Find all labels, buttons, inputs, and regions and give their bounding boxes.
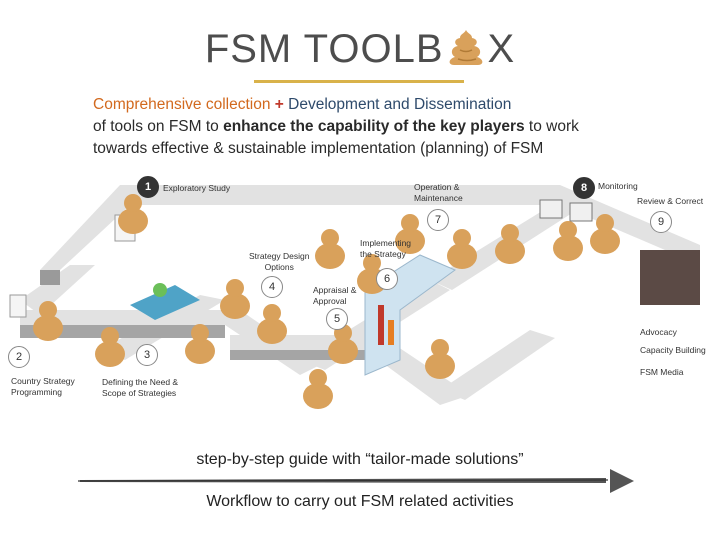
intro-line2-b: to work <box>524 118 579 135</box>
intro-dark: Development and Dissemination <box>283 96 512 113</box>
step-label-line: Operation & <box>414 182 460 192</box>
workflow-caption: Workflow to carry out FSM related activi… <box>206 493 514 510</box>
step-label-line: Maintenance <box>414 193 463 203</box>
step-number-2: 2 <box>8 346 30 368</box>
desk-side <box>640 250 700 305</box>
step-number-5: 5 <box>326 308 348 330</box>
step-label-line: Appraisal & <box>313 285 357 295</box>
step-label-line: the Strategy <box>360 249 406 259</box>
person-figure <box>257 304 287 344</box>
step-number-4: 4 <box>261 276 283 298</box>
desk-top-segment <box>20 265 95 315</box>
person-figure <box>303 369 333 409</box>
intro-line-1: Comprehensive collection + Development a… <box>93 94 693 116</box>
person-figure <box>447 229 477 269</box>
step-label-line: Options <box>264 262 294 272</box>
step-label-line: Implementing <box>360 238 412 248</box>
page-title: FSM TOOLB X <box>0 26 720 69</box>
intro-line-2: of tools on FSM to enhance the capabilit… <box>93 116 693 138</box>
step-number-8: 8 <box>573 177 595 199</box>
model-tree <box>153 283 167 297</box>
step-number-3: 3 <box>136 344 158 366</box>
city-model <box>130 285 200 320</box>
intro-text: Comprehensive collection + Development a… <box>93 94 693 160</box>
intro-line2-a: of tools on FSM to <box>93 118 224 135</box>
title-text-before: FSM TOOLB <box>204 27 444 71</box>
monitor <box>539 199 563 219</box>
board-chart-bar <box>378 305 384 345</box>
desk-side <box>20 325 225 338</box>
person-figure <box>315 229 345 269</box>
person-figure <box>553 221 583 261</box>
monitor <box>569 202 593 222</box>
intro-orange: Comprehensive collection <box>93 96 275 113</box>
step-label-line: Scope of Strategies <box>102 388 177 398</box>
person-figure <box>425 339 455 379</box>
step-label-line: Defining the Need & <box>102 377 179 387</box>
intro-line2-bold: enhance the capability of the key player… <box>223 118 525 135</box>
document <box>9 294 27 318</box>
poo-logo-icon <box>449 30 482 65</box>
workflow-arrow-icon <box>78 469 634 493</box>
intro-line-3: towards effective & sustainable implemen… <box>93 140 544 157</box>
step-label-line: Country Strategy <box>11 376 75 386</box>
desk-side <box>40 270 60 285</box>
title-text-after: X <box>487 27 516 71</box>
intro-plus: + <box>274 96 284 113</box>
step-number-1: 1 <box>137 176 159 198</box>
desk-top-segment <box>40 185 700 270</box>
step-number-6: 6 <box>376 268 398 290</box>
step-label-line: Programming <box>11 387 63 397</box>
person-figure <box>220 279 250 319</box>
step-label-defining-need: Defining the Need &Scope of Strategies <box>102 377 178 399</box>
label-capacity-building: Capacity Building <box>640 345 706 355</box>
step-number-9: 9 <box>650 211 672 233</box>
step-label-monitoring: Monitoring <box>598 181 638 191</box>
desk-top-segment <box>20 310 320 375</box>
label-fsm-media: FSM Media <box>640 367 684 377</box>
step-label-exploratory-study: Exploratory Study <box>163 183 231 193</box>
board-chart-bar <box>388 320 394 345</box>
guide-caption: step-by-step guide with “tailor-made sol… <box>196 451 524 468</box>
step-number-7: 7 <box>427 209 449 231</box>
step-label-line: Strategy Design <box>249 251 310 261</box>
title-underline <box>254 80 464 83</box>
step-label-operation: Operation &Maintenance <box>414 182 463 204</box>
step-label-line: Approval <box>313 296 347 306</box>
desk-top-segment <box>440 330 555 400</box>
step-label-review: Review & Correct <box>637 196 704 206</box>
label-advocacy: Advocacy <box>640 327 677 337</box>
step-label-appraisal: Appraisal &Approval <box>313 285 356 307</box>
